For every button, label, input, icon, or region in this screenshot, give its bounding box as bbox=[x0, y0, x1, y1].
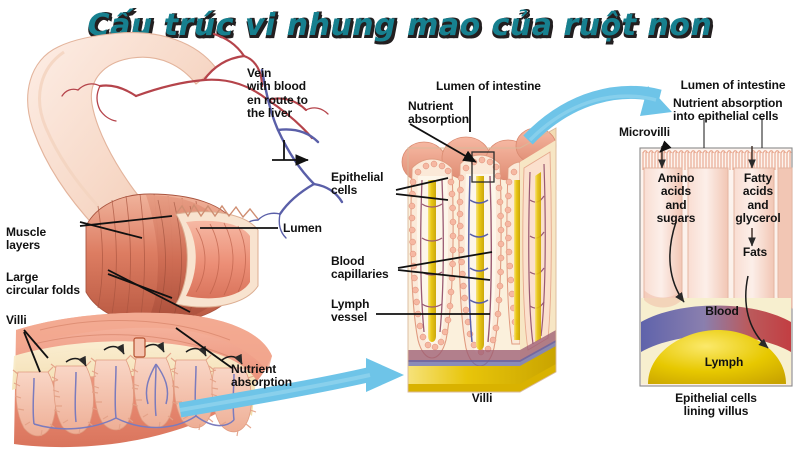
page-title: Cấu trúc vi nhung mao của ruột non bbox=[0, 6, 800, 44]
arrow-middle-to-right bbox=[523, 85, 672, 145]
label-vein-to-liver: Vein with blood en route to the liver bbox=[247, 66, 308, 121]
label-epithelial-cells-lining-villus: Epithelial cells lining villus bbox=[675, 391, 757, 419]
label-fatty-acids-and-glycerol: Fatty acids and glycerol bbox=[735, 171, 781, 226]
label-microvilli: Microvilli bbox=[619, 125, 671, 139]
label-blood-capillaries: Blood capillaries bbox=[331, 254, 389, 282]
label-lumen: Lumen bbox=[283, 221, 322, 235]
label-amino-acids-and-sugars: Amino acids and sugars bbox=[656, 171, 696, 226]
label-villi-left: Villi bbox=[6, 313, 27, 327]
page-title-text: Cấu trúc vi nhung mao của ruột non bbox=[86, 6, 713, 44]
label-epithelial-cells-middle: Epithelial cells bbox=[331, 170, 384, 198]
middle-panel-artwork bbox=[401, 127, 557, 393]
label-nutrient-absorption-into-cells: Nutrient absorption into epithelial cell… bbox=[673, 96, 783, 124]
label-lymph-vessel: Lymph vessel bbox=[331, 297, 370, 325]
label-lymph: Lymph bbox=[704, 355, 744, 369]
arrow-left-to-middle bbox=[178, 358, 404, 418]
label-fats: Fats bbox=[742, 245, 768, 259]
right-panel-artwork bbox=[639, 118, 793, 387]
label-villi-caption-middle: Villi bbox=[471, 391, 493, 405]
label-muscle-layers: Muscle layers bbox=[6, 225, 47, 253]
leader-lines bbox=[23, 96, 493, 373]
label-large-circular-folds: Large circular folds bbox=[6, 270, 80, 298]
label-lumen-of-intestine-right: Lumen of intestine bbox=[680, 78, 786, 92]
label-lumen-of-intestine-middle: Lumen of intestine bbox=[436, 79, 541, 93]
label-nutrient-absorption-left: Nutrient absorption bbox=[231, 362, 292, 390]
label-blood: Blood bbox=[705, 304, 739, 318]
left-panel-artwork bbox=[12, 32, 344, 448]
label-nutrient-absorption-middle: Nutrient absorption bbox=[408, 99, 469, 127]
